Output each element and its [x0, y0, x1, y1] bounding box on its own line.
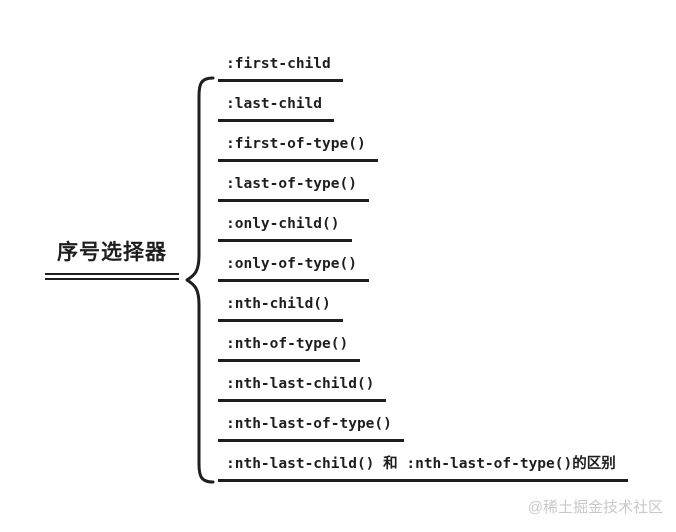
branch-item: :nth-last-of-type() [218, 414, 404, 442]
branch-item: :only-child() [218, 214, 352, 242]
watermark: @稀土掘金技术社区 [527, 499, 663, 516]
branch-item: :first-of-type() [218, 134, 378, 162]
branch-item: :nth-child() [218, 294, 343, 322]
branch-item: :nth-last-child() 和 :nth-last-of-type()的… [218, 454, 628, 482]
root-node-underline [45, 273, 179, 280]
branch-item: :last-child [218, 94, 335, 122]
selector-branch-list: :first-child :last-child :first-of-type():… [218, 54, 628, 482]
curly-brace [185, 76, 215, 484]
branch-item: :nth-last-child() [218, 374, 387, 402]
branch-item: :first-child [218, 54, 343, 82]
root-node-label: 序号选择器 [57, 241, 167, 264]
root-node: 序号选择器 [38, 240, 186, 280]
branch-item: :last-of-type() [218, 174, 369, 202]
branch-item: :nth-of-type() [218, 334, 361, 362]
branch-item: :only-of-type() [218, 254, 369, 282]
